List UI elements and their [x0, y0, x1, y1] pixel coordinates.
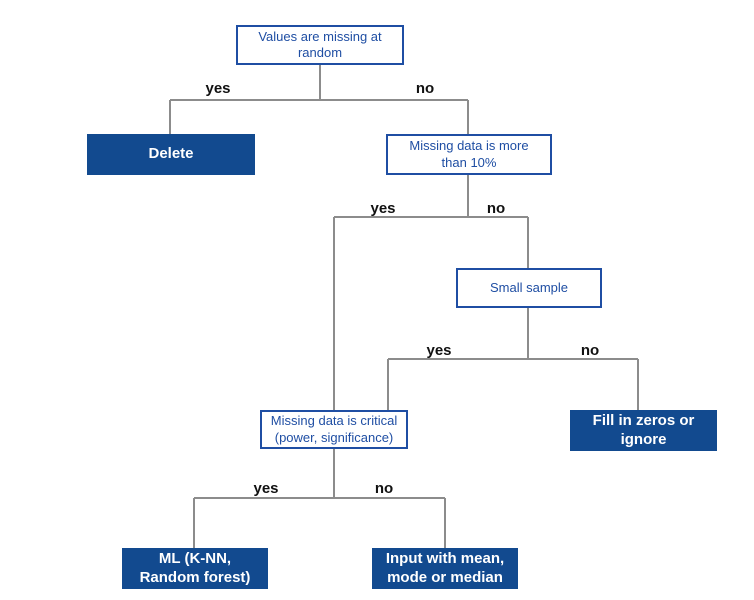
node-label: Delete: [148, 145, 194, 163]
branch-label-no: no: [415, 80, 435, 97]
node-fill-in-zeros: Fill in zeros or ignore: [570, 410, 717, 451]
node-more-than-10-percent: Missing data is more than 10%: [386, 134, 552, 175]
branch-label-yes: yes: [370, 200, 396, 217]
node-label: Fill in zeros or ignore: [592, 411, 695, 448]
branch-label-no: no: [374, 480, 394, 497]
node-label: Small sample: [489, 279, 569, 295]
node-label: Missing data is more than 10%: [409, 138, 529, 170]
node-missing-critical: Missing data is critical (power, signifi…: [260, 410, 408, 449]
node-label: Input with mean, mode or median: [385, 549, 505, 586]
node-delete: Delete: [87, 134, 255, 175]
node-label: ML (K-NN, Random forest): [139, 549, 251, 586]
node-ml: ML (K-NN, Random forest): [122, 548, 268, 589]
branch-label-yes: yes: [205, 80, 231, 97]
node-missing-at-random: Values are missing at random: [236, 25, 404, 65]
node-label: Missing data is critical (power, signifi…: [270, 413, 398, 445]
node-input-mean: Input with mean, mode or median: [372, 548, 518, 589]
branch-label-no: no: [486, 200, 506, 217]
branch-label-no: no: [580, 342, 600, 359]
branch-label-yes: yes: [253, 480, 279, 497]
node-label: Values are missing at random: [258, 28, 382, 60]
node-small-sample: Small sample: [456, 268, 602, 308]
branch-label-yes: yes: [426, 342, 452, 359]
